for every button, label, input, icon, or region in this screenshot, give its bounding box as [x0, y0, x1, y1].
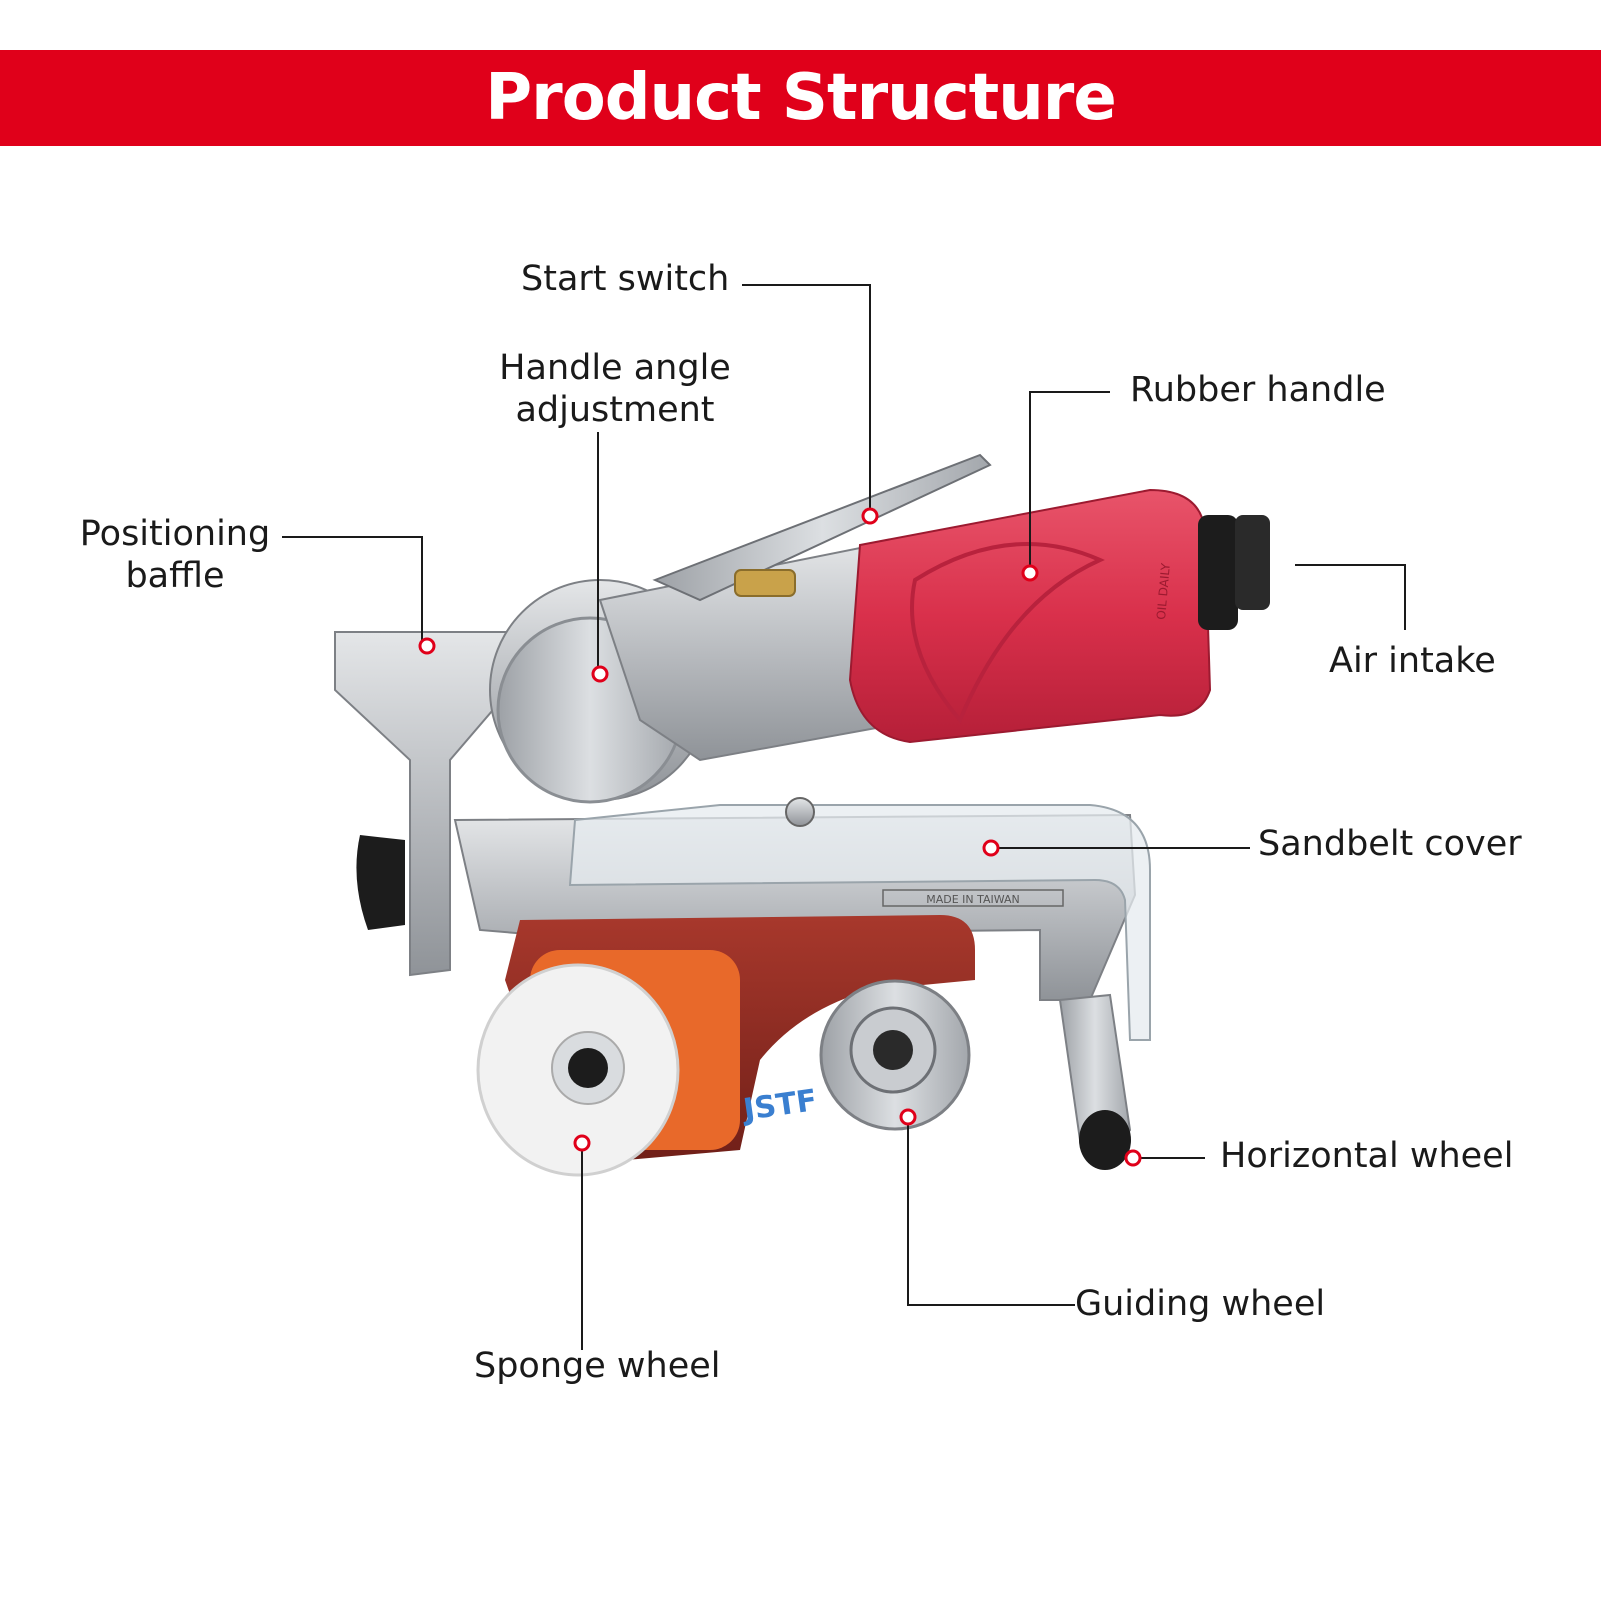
dot-sandbelt-cover [982, 839, 1000, 857]
made-in-plate [882, 889, 1064, 907]
label-start-switch: Start switch [521, 259, 730, 299]
label-positioning-baffle: Positioning baffle [70, 513, 280, 597]
brass-fitting [734, 569, 796, 597]
page-title: Product Structure [485, 61, 1116, 135]
sandbelt-cover [568, 804, 1151, 1041]
label-air-intake: Air intake [1329, 641, 1496, 681]
label-sponge-wheel: Sponge wheel [474, 1346, 721, 1386]
leader-start-switch [742, 284, 871, 516]
air-intake-collar [1198, 515, 1238, 630]
label-handle-angle-line2: adjustment [515, 390, 715, 430]
label-rubber-handle: Rubber handle [1130, 370, 1386, 410]
start-lever [652, 453, 992, 602]
label-guiding-wheel: Guiding wheel [1075, 1284, 1326, 1324]
rubber-handle [848, 488, 1212, 744]
header-banner: Product Structure [0, 50, 1601, 146]
lock-knob [356, 835, 405, 930]
label-handle-angle-adjustment: Handle angle adjustment [485, 347, 745, 431]
dot-handle-angle [591, 665, 609, 683]
guiding-wheel-center [873, 1030, 913, 1070]
dot-horizontal-wheel [1124, 1149, 1142, 1167]
label-positioning-line1: Positioning [79, 514, 271, 554]
label-positioning-line2: baffle [125, 556, 225, 596]
sponge-wheel-bolt [568, 1048, 608, 1088]
leader-positioning-baffle [282, 536, 423, 644]
leader-lines [282, 284, 1406, 1350]
leader-guiding-wheel [907, 1117, 1075, 1306]
dot-sponge-wheel [573, 1134, 591, 1152]
oil-daily-marking: OIL DAILY [1154, 562, 1173, 620]
cover-screw [785, 797, 815, 827]
callout-dots [418, 507, 1142, 1167]
leader-air-intake [1295, 564, 1406, 630]
air-intake-nut [1235, 515, 1270, 610]
dot-positioning-baffle [418, 637, 436, 655]
dot-guiding-wheel [899, 1108, 917, 1126]
motor-body [598, 538, 922, 762]
belt-sander-illustration: MADE IN TAIWAN JSTF OIL DAILY [334, 453, 1270, 1177]
dot-start-switch [861, 507, 879, 525]
handle-grip-pattern [910, 542, 1105, 724]
label-sandbelt-cover: Sandbelt cover [1258, 824, 1522, 864]
label-horizontal-wheel: Horizontal wheel [1220, 1136, 1514, 1176]
horizontal-wheel-end [1079, 1110, 1131, 1170]
made-in-marking: MADE IN TAIWAN [926, 893, 1020, 906]
dot-rubber-handle [1021, 564, 1039, 582]
label-handle-angle-line1: Handle angle [499, 348, 731, 388]
leader-rubber-handle [1029, 391, 1110, 571]
